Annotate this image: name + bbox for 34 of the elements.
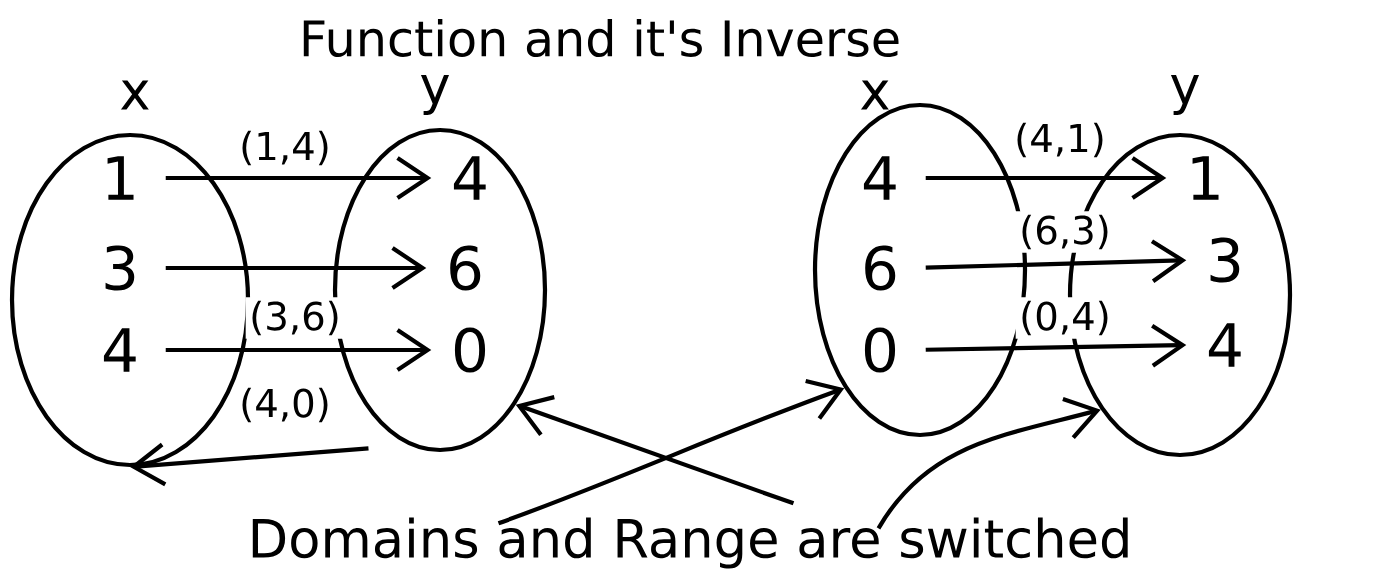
node-label: y bbox=[1170, 75, 1200, 115]
arrow bbox=[165, 156, 432, 200]
node-label: x bbox=[120, 80, 149, 110]
title: Function and it's Inverse bbox=[303, 19, 899, 58]
edge-label: (4,1) bbox=[1010, 119, 1110, 161]
element-value: 3 bbox=[1210, 237, 1240, 283]
arrow bbox=[165, 328, 432, 372]
element-value: 4 bbox=[453, 156, 486, 200]
element-value: 4 bbox=[863, 156, 896, 200]
element-value: 3 bbox=[105, 245, 135, 291]
edge-label: (3,6) bbox=[245, 297, 345, 339]
arrow bbox=[497, 378, 845, 526]
arrow bbox=[515, 395, 795, 506]
element-value: 6 bbox=[450, 245, 481, 291]
edge-label: (4,0) bbox=[235, 384, 335, 426]
element-value: 1 bbox=[1192, 156, 1219, 200]
arrow bbox=[130, 442, 369, 487]
element-value: 4 bbox=[103, 328, 136, 372]
edge-label: (6,3) bbox=[1015, 211, 1115, 253]
element-value: 6 bbox=[865, 245, 896, 291]
arrow bbox=[925, 239, 1187, 283]
node-label: x bbox=[860, 80, 889, 110]
edge-label: (1,4) bbox=[235, 127, 335, 169]
edge-label: (0,4) bbox=[1015, 297, 1115, 339]
node-label: y bbox=[420, 75, 450, 115]
element-value: 0 bbox=[864, 327, 896, 373]
element-value: 0 bbox=[454, 327, 486, 373]
arrow bbox=[165, 246, 427, 290]
arrow bbox=[925, 323, 1187, 368]
caption-text: Domains and Range are switched bbox=[252, 517, 1128, 569]
arrow bbox=[925, 156, 1167, 200]
element-value: 4 bbox=[1208, 323, 1241, 367]
arrow bbox=[876, 397, 1101, 530]
element-value: 1 bbox=[107, 156, 134, 200]
